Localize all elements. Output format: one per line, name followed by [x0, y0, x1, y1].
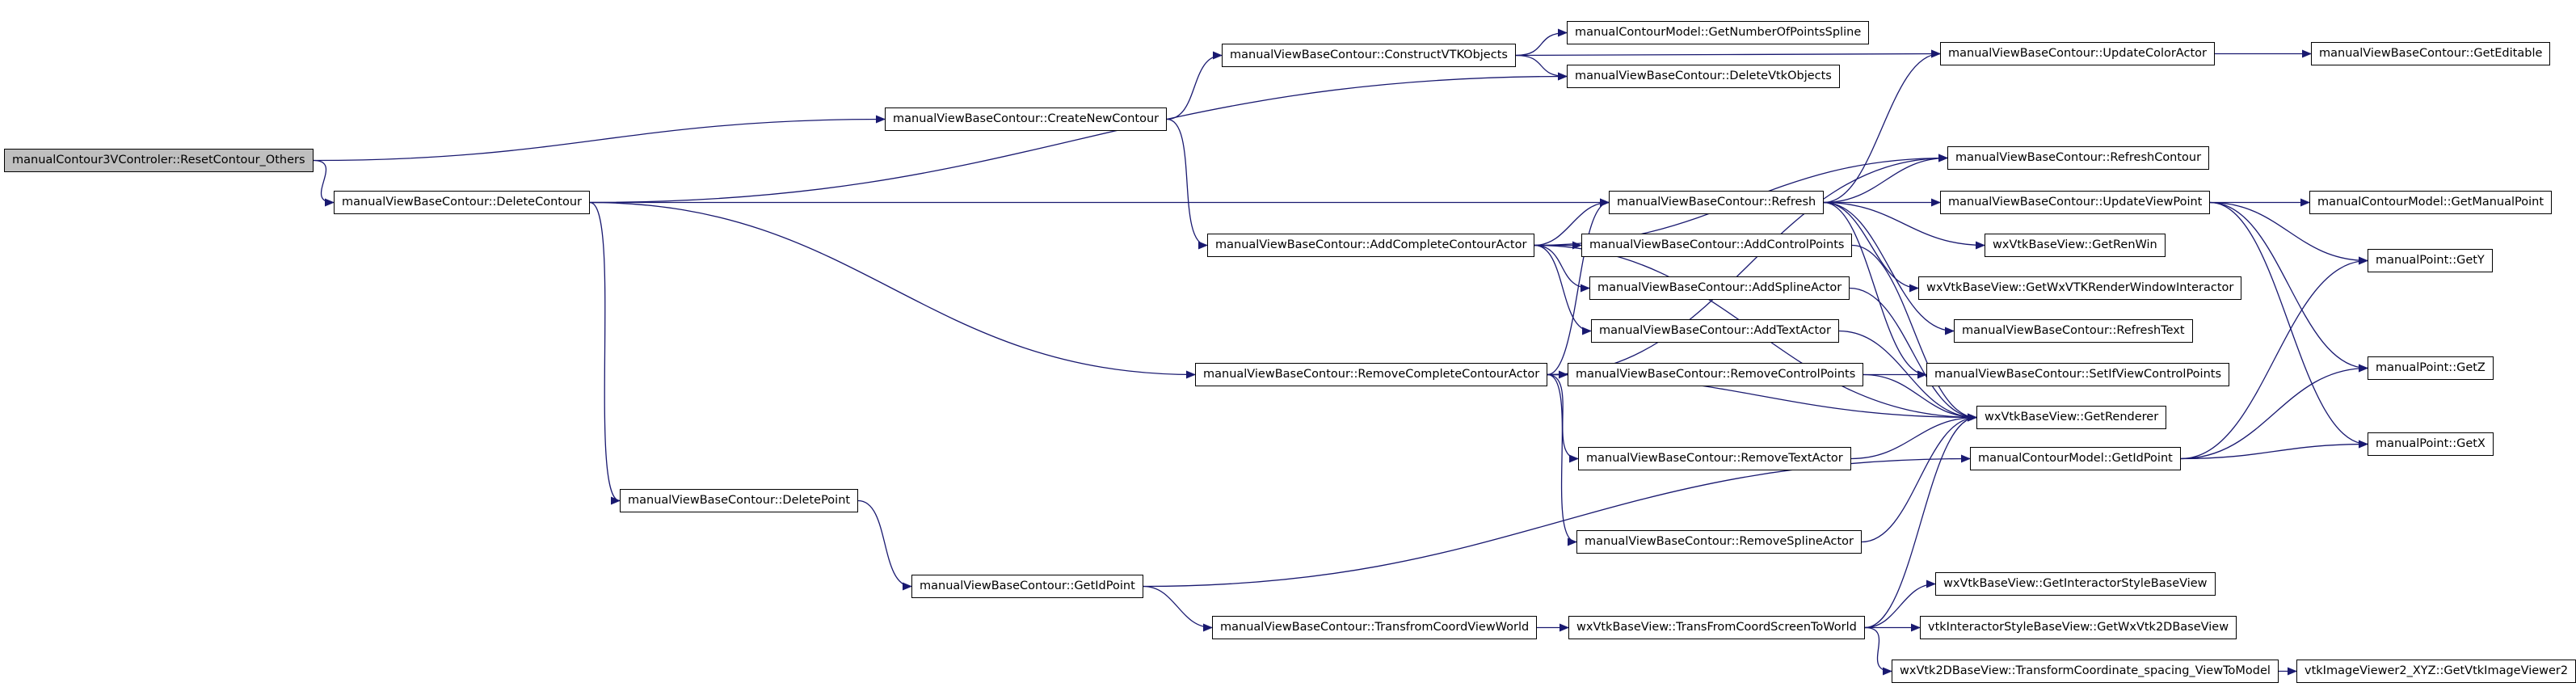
edge-n10-n25	[2209, 201, 2368, 449]
edge-n33-n31	[1864, 580, 1936, 629]
edge-n03-n05	[1515, 54, 1568, 81]
node-transformcoordinate-spacing-viewtomodel[interactable]: wxVtk2DBaseView::TransformCoordinate_spa…	[1892, 660, 2279, 683]
node-resetcontour-others: manualContour3VControler::ResetContour_O…	[4, 149, 314, 172]
node-createnewcontour[interactable]: manualViewBaseContour::CreateNewContour	[885, 107, 1168, 131]
node-getmanualpoint[interactable]: manualContourModel::GetManualPoint	[2309, 191, 2553, 214]
edge-n27-n15	[2180, 256, 2368, 460]
edge-n09-n23	[1823, 201, 1927, 379]
node-addcompletecontouractor[interactable]: manualViewBaseContour::AddCompleteContou…	[1207, 234, 1535, 257]
edge-n12-n16	[1534, 244, 1590, 293]
edge-n27-n25	[2180, 440, 2368, 460]
node-getinteractorstylebaseview[interactable]: wxVtkBaseView::GetInteractorStyleBaseVie…	[1935, 572, 2216, 596]
node-model-getidpoint[interactable]: manualContourModel::GetIdPoint	[1970, 447, 2181, 470]
edge-n09-n06	[1823, 49, 1941, 204]
edge-n02-n05	[589, 72, 1568, 204]
edge-n02-n28	[589, 201, 621, 505]
node-transfromcoordviewworld[interactable]: manualViewBaseContour::TransfromCoordVie…	[1212, 616, 1538, 639]
node-getwxvtkrenderwindowinteractor[interactable]: wxVtkBaseView::GetWxVTKRenderWindowInter…	[1918, 276, 2242, 300]
edge-n09-n14	[1823, 201, 1985, 250]
node-removecontrolpoints[interactable]: manualViewBaseContour::RemoveControlPoin…	[1568, 363, 1864, 386]
node-transfromcoordscreentoworld[interactable]: wxVtkBaseView::TransFromCoordScreenToWor…	[1568, 616, 1865, 639]
node-removetextactor[interactable]: manualViewBaseContour::RemoveTextActor	[1578, 447, 1851, 470]
edge-n21-n26	[1547, 373, 1579, 463]
edge-n03-n06	[1515, 49, 1941, 58]
node-constructvtkobjects[interactable]: manualViewBaseContour::ConstructVTKObjec…	[1222, 44, 1516, 67]
node-removecompletecontouractor[interactable]: manualViewBaseContour::RemoveCompleteCon…	[1195, 363, 1548, 386]
node-refreshcontour[interactable]: manualViewBaseContour::RefreshContour	[1947, 146, 2210, 170]
node-addcontrolpoints[interactable]: manualViewBaseContour::AddControlPoints	[1581, 234, 1853, 257]
edge-n09-n08	[1823, 154, 1948, 204]
node-updateviewpoint[interactable]: manualViewBaseContour::UpdateViewPoint	[1940, 191, 2211, 214]
node-refresh[interactable]: manualViewBaseContour::Refresh	[1609, 191, 1825, 214]
edge-n10-n20	[2209, 201, 2368, 373]
node-manualpoint-gety[interactable]: manualPoint::GetY	[2368, 249, 2493, 272]
node-getrenderer[interactable]: wxVtkBaseView::GetRenderer	[1976, 406, 2167, 429]
edge-n00-n02	[313, 159, 335, 207]
node-manualpoint-getx[interactable]: manualPoint::GetX	[2368, 432, 2494, 456]
edge-n13-n24	[1851, 244, 1977, 422]
node-setifviewcontrolpoints[interactable]: manualViewBaseContour::SetIfViewControlP…	[1926, 363, 2230, 386]
edge-n21-n09	[1547, 198, 1610, 376]
edge-n27-n20	[2180, 364, 2368, 460]
node-updatecoloractor[interactable]: manualViewBaseContour::UpdateColorActor	[1940, 42, 2215, 65]
edge-n30-n27	[1143, 454, 1971, 588]
node-deletepoint[interactable]: manualViewBaseContour::DeletePoint	[620, 489, 859, 512]
edge-n21-n29	[1547, 373, 1577, 546]
edge-n30-n32	[1143, 585, 1213, 632]
edge-n12-n19	[1534, 244, 1592, 335]
node-manualpoint-getz[interactable]: manualPoint::GetZ	[2368, 356, 2494, 380]
node-getwxvtk2dbaseview[interactable]: vtkInteractorStyleBaseView::GetWxVtk2DBa…	[1920, 616, 2237, 639]
edge-n12-n09	[1534, 198, 1610, 247]
edge-n00-n01	[313, 115, 886, 162]
edge-n09-n18	[1823, 201, 1955, 335]
edge-n26-n24	[1850, 413, 1977, 460]
node-view-getidpoint[interactable]: manualViewBaseContour::GetIdPoint	[911, 575, 1143, 598]
node-deletecontour[interactable]: manualViewBaseContour::DeleteContour	[334, 191, 590, 214]
node-deletevtkobjects[interactable]: manualViewBaseContour::DeleteVtkObjects	[1567, 65, 1840, 88]
edge-n01-n12	[1166, 118, 1208, 250]
edge-n29-n24	[1861, 413, 1977, 543]
edge-n28-n30	[857, 499, 912, 591]
edge-n09-n17	[1823, 201, 1919, 293]
edge-n10-n15	[2209, 201, 2368, 265]
edge-n33-n35	[1864, 626, 1892, 676]
node-geteditable[interactable]: manualViewBaseContour::GetEditable	[2311, 42, 2551, 65]
node-addtextactor[interactable]: manualViewBaseContour::AddTextActor	[1591, 319, 1839, 343]
edge-n03-n04	[1515, 28, 1568, 57]
edge-n22-n24	[1863, 373, 1977, 422]
node-getvtkimageviewer2[interactable]: vtkImageViewer2_XYZ::GetVtkImageViewer2	[2296, 660, 2576, 683]
node-getrenwin[interactable]: wxVtkBaseView::GetRenWin	[1985, 234, 2166, 257]
node-refreshtext[interactable]: manualViewBaseContour::RefreshText	[1954, 319, 2193, 343]
node-removesplineactor[interactable]: manualViewBaseContour::RemoveSplineActor	[1576, 530, 1863, 554]
node-addsplineactor[interactable]: manualViewBaseContour::AddSplineActor	[1589, 276, 1850, 300]
edge-n02-n21	[589, 201, 1196, 379]
edge-n21-n08	[1547, 154, 1948, 376]
node-getnumberofpointsspline[interactable]: manualContourModel::GetNumberOfPointsSpl…	[1567, 21, 1870, 44]
edge-n16-n24	[1849, 287, 1977, 422]
edge-n33-n24	[1864, 413, 1977, 629]
